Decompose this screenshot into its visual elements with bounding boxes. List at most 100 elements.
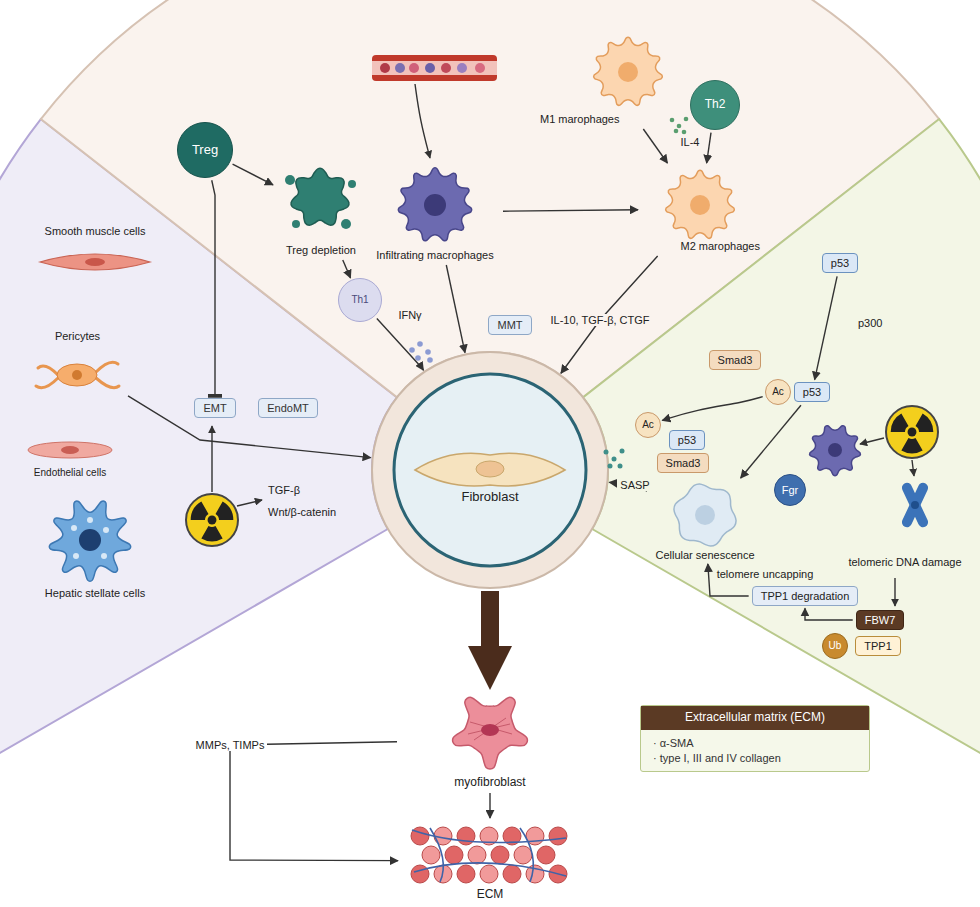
myofibroblast-nucleus (481, 724, 499, 736)
arrow (894, 578, 895, 606)
ecm-cell (549, 827, 567, 845)
acetyl-circle: Ac (635, 412, 661, 438)
collagen-fiber (430, 828, 443, 882)
arrow-connector (643, 129, 667, 163)
node-label: Smad3 (718, 354, 753, 367)
treg-fragment (341, 219, 351, 229)
fbw7-box: FBW7 (856, 610, 905, 631)
senescent-nucleus (695, 505, 715, 525)
pathway-label: TGF-β (268, 484, 300, 497)
blood-cell (475, 63, 485, 73)
radiation-symbol-part (891, 414, 909, 432)
node-label: Smad3 (666, 457, 701, 470)
fibroblast-body (415, 453, 565, 486)
il4-dot (677, 124, 682, 129)
pathway-label: Wnt/β-catenin (268, 506, 336, 519)
myofibroblast-cell: myofibroblast (400, 690, 580, 790)
m2-nucleus (690, 195, 710, 215)
sector-group (0, 0, 980, 755)
blood-cell (457, 63, 467, 73)
smooth-muscle-body (40, 254, 150, 270)
arrow (237, 500, 262, 506)
pericyte-process (96, 362, 118, 372)
radiation-symbol (186, 494, 238, 546)
pericyte: Pericytes (30, 330, 125, 400)
ecm-tissue: ECM (400, 820, 580, 902)
node-label: MMT (497, 319, 522, 332)
treg-depletion: Treg depletion (275, 162, 367, 257)
right-sector (583, 119, 980, 755)
pericyte-process (38, 366, 58, 375)
chromosome-part (900, 481, 929, 529)
node-label: Pericytes (55, 330, 100, 343)
blood-cell (441, 63, 451, 73)
p53-box: p53 (669, 430, 705, 451)
tpp1-box: TPP1 (855, 636, 901, 657)
ecm-cell (503, 865, 521, 883)
card-heading: Extracellular matrix (ECM) (641, 706, 869, 730)
arrow (860, 438, 884, 444)
arrow-connector (128, 396, 371, 458)
senescent-body (674, 484, 736, 546)
ecm-cell (491, 846, 509, 864)
infiltrating-macrophage: Infiltrating macrophages (370, 162, 500, 262)
fibroblast-circle (394, 374, 586, 566)
outer-ring (372, 352, 608, 588)
cytokine-label: IL-4 (681, 136, 700, 149)
node-label: FBW7 (865, 614, 896, 627)
sasp-dot (620, 449, 625, 454)
ecm-cell (480, 865, 498, 883)
m1-body (594, 37, 663, 105)
smooth-muscle-nucleus (85, 258, 105, 266)
m1-nucleus (618, 62, 638, 82)
ecm-cell (457, 865, 475, 883)
arrow-connector (489, 793, 490, 818)
stellate-nucleus (79, 529, 101, 551)
m1-macrophage: M1 marophages (540, 38, 680, 126)
radiation-symbol-part (186, 494, 238, 546)
endothelial-nucleus (61, 446, 79, 454)
sasp-dot (618, 464, 623, 469)
p53-box: p53 (794, 382, 830, 403)
cytokine-label: IFNγ (398, 309, 421, 322)
treg-cell: Treg (177, 122, 233, 178)
node-label: Treg depletion (286, 244, 356, 257)
arrow-connector (230, 742, 398, 861)
p53-box: p53 (822, 253, 858, 274)
node-label: Infiltrating macrophages (376, 249, 493, 262)
smad3-box: Smad3 (657, 453, 710, 474)
collagen-fiber (520, 828, 533, 882)
macrophage-nucleus (424, 194, 446, 216)
ecm-cell (468, 846, 486, 864)
pericyte-nucleus (72, 370, 82, 380)
radiation-symbol-part (216, 502, 234, 520)
node-label: Cellular senescence (655, 549, 754, 562)
arrow (912, 460, 914, 476)
lipid-droplet (101, 553, 107, 559)
lipid-droplet (87, 517, 93, 523)
endomt-box: EndoMT (258, 398, 318, 419)
chromosome-part (911, 501, 919, 509)
card-body-line: · α-SMA (641, 734, 869, 750)
arrow-connector (805, 608, 853, 620)
macrophage-body (810, 426, 861, 476)
blood-cell (425, 63, 435, 73)
ecm-card: Extracellular matrix (ECM)· α-SMA· type … (640, 705, 870, 772)
node-label: p53 (831, 257, 849, 270)
sasp-dot (604, 450, 609, 455)
fgr-circle: Fgr (774, 474, 806, 506)
mmt-box: MMT (488, 315, 531, 336)
ifn-dot (425, 349, 431, 355)
arrow-connector (377, 318, 424, 370)
tpp1-degradation-box: TPP1 degradation (752, 586, 859, 607)
radiation-symbol-part (886, 406, 938, 458)
node-label: EMT (203, 402, 226, 415)
il4-dot (682, 130, 687, 135)
treg-fragment-cell (291, 168, 349, 225)
node-label: TPP1 degradation (761, 590, 850, 603)
smooth-muscle-cell: Smooth muscle cells (20, 225, 170, 290)
hepatic-stellate-cell: Hepatic stellate cells (20, 500, 170, 600)
vessel-lumen (372, 61, 497, 75)
blood-cell (395, 63, 405, 73)
node-label: M2 marophages (681, 240, 761, 253)
